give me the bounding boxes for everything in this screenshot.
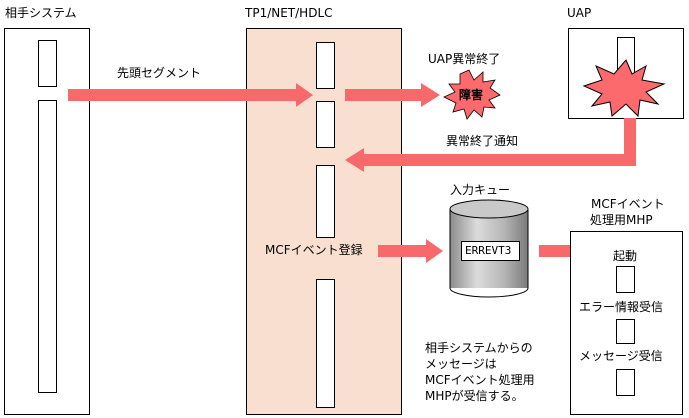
- note-line-3: MCFイベント処理用: [425, 373, 535, 387]
- note-line-2: メッセージは: [425, 357, 497, 371]
- mhp-title-line2: 処理用MHP: [590, 213, 653, 227]
- first-segment-label: 先頭セグメント: [117, 66, 202, 80]
- tp1-to-fault-arrow: [345, 83, 440, 107]
- tp1-block-4: [316, 279, 335, 408]
- uap-abend-label: UAP異常終了: [428, 52, 501, 66]
- mhp-block-2: [616, 319, 635, 344]
- mhp-title-line1: MCFイベント: [591, 197, 665, 211]
- partner-system-block-top: [38, 40, 57, 87]
- uap-abend-burst: [582, 59, 666, 118]
- tp1-block-2: [316, 101, 335, 148]
- input-queue-cylinder: [449, 199, 529, 298]
- partner-system-block-long: [38, 100, 57, 393]
- partner-system-title: 相手システム: [5, 6, 77, 20]
- start-label: 起動: [613, 249, 638, 263]
- tp1-title: TP1/NET/HDLC: [245, 6, 333, 20]
- note-text: 相手システムからの メッセージは MCFイベント処理用 MHPが受信する。: [425, 340, 535, 404]
- abend-notice-label: 異常終了通知: [446, 134, 519, 148]
- uap-title: UAP: [567, 6, 592, 20]
- note-line-1: 相手システムからの: [425, 341, 533, 355]
- tp1-block-3: [316, 165, 335, 238]
- mhp-block-3: [616, 369, 635, 396]
- queue-name-box: [461, 241, 520, 261]
- abend-notice-arrow: [345, 118, 636, 172]
- mcf-event-register-arrow: [378, 239, 443, 263]
- fault-burst: [443, 69, 501, 120]
- mhp-block-1: [616, 266, 635, 293]
- message-recv-label: メッセージ受信: [579, 349, 663, 363]
- input-queue-label: 入力キュー: [450, 183, 511, 197]
- fault-label: 障害: [459, 88, 484, 102]
- first-segment-arrow: [68, 83, 313, 107]
- queue-name-label: ERREVT3: [465, 244, 512, 257]
- note-line-4: MHPが受信する。: [425, 389, 524, 403]
- error-info-recv-label: エラー情報受信: [579, 300, 664, 314]
- mcf-event-register-label: MCFイベント登録: [265, 243, 363, 257]
- tp1-block-1: [316, 42, 335, 89]
